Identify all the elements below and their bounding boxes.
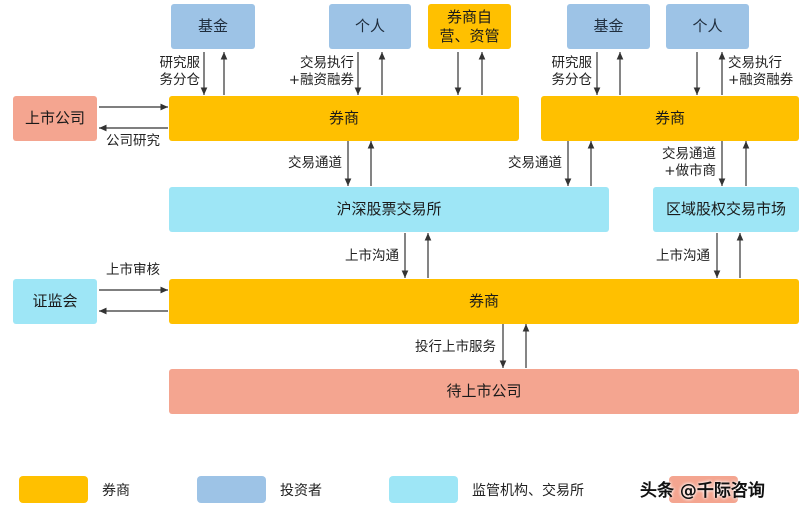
broker-proprietary-node: 券商自 营、资管 bbox=[428, 4, 511, 49]
trade-margin-left-label: 交易执行 +融资融券 bbox=[288, 55, 354, 88]
broker-right-label: 券商 bbox=[654, 109, 685, 127]
legend-label-broker: 券商 bbox=[102, 483, 130, 499]
trade-margin-right-label: 交易执行 +融资融券 bbox=[728, 55, 794, 88]
listed-company-label: 上市公司 bbox=[24, 109, 85, 127]
broker-main-label: 券商 bbox=[468, 292, 499, 310]
legend-swatch-investor bbox=[197, 476, 266, 503]
individual-left-label: 个人 bbox=[354, 17, 385, 35]
csrc-node: 证监会 bbox=[13, 279, 97, 324]
trading-market-making-label: 交易通道 +做市商 bbox=[662, 146, 716, 179]
research-allocation-right-label: 研究服 务分仓 bbox=[551, 55, 593, 88]
pre-ipo-company-node: 待上市公司 bbox=[169, 369, 799, 414]
trading-channel-mid-label: 交易通道 bbox=[508, 155, 562, 171]
broker-right-node: 券商 bbox=[541, 96, 799, 141]
legend-label-regulator: 监管机构、交易所 bbox=[472, 483, 584, 499]
listing-communication-right-label: 上市沟通 bbox=[656, 248, 710, 264]
fund-left-node: 基金 bbox=[171, 4, 255, 49]
trading-channel-left-label: 交易通道 bbox=[288, 155, 342, 171]
legend-swatch-regulator bbox=[389, 476, 458, 503]
fund-left-label: 基金 bbox=[197, 17, 228, 35]
broker-left-label: 券商 bbox=[328, 109, 359, 127]
fund-right-node: 基金 bbox=[567, 4, 650, 49]
broker-left-node: 券商 bbox=[169, 96, 519, 141]
individual-right-label: 个人 bbox=[692, 17, 723, 35]
individual-left-node: 个人 bbox=[329, 4, 411, 49]
listed-company-node: 上市公司 bbox=[13, 96, 97, 141]
fund-right-label: 基金 bbox=[593, 17, 624, 35]
exchange-shsz-node: 沪深股票交易所 bbox=[169, 187, 609, 232]
ib-listing-service-label: 投行上市服务 bbox=[415, 339, 496, 355]
legend-swatch-broker bbox=[19, 476, 88, 503]
company-research-label: 公司研究 bbox=[106, 133, 160, 149]
legend-swatch-company bbox=[669, 476, 738, 503]
pre-ipo-company-label: 待上市公司 bbox=[446, 382, 522, 400]
csrc-label: 证监会 bbox=[32, 292, 78, 310]
listing-communication-left-label: 上市沟通 bbox=[345, 248, 399, 264]
legend-label-investor: 投资者 bbox=[280, 483, 322, 499]
listing-review-label: 上市审核 bbox=[106, 262, 160, 278]
individual-right-node: 个人 bbox=[666, 4, 749, 49]
exchange-shsz-label: 沪深股票交易所 bbox=[336, 200, 442, 218]
research-allocation-left-label: 研究服 务分仓 bbox=[159, 55, 201, 88]
regional-equity-market-node: 区域股权交易市场 bbox=[653, 187, 799, 232]
broker-proprietary-label: 券商自 营、资管 bbox=[439, 7, 500, 45]
regional-equity-market-label: 区域股权交易市场 bbox=[665, 200, 786, 218]
broker-main-node: 券商 bbox=[169, 279, 799, 324]
source-credit: 头条 @千际咨询 bbox=[640, 481, 765, 501]
